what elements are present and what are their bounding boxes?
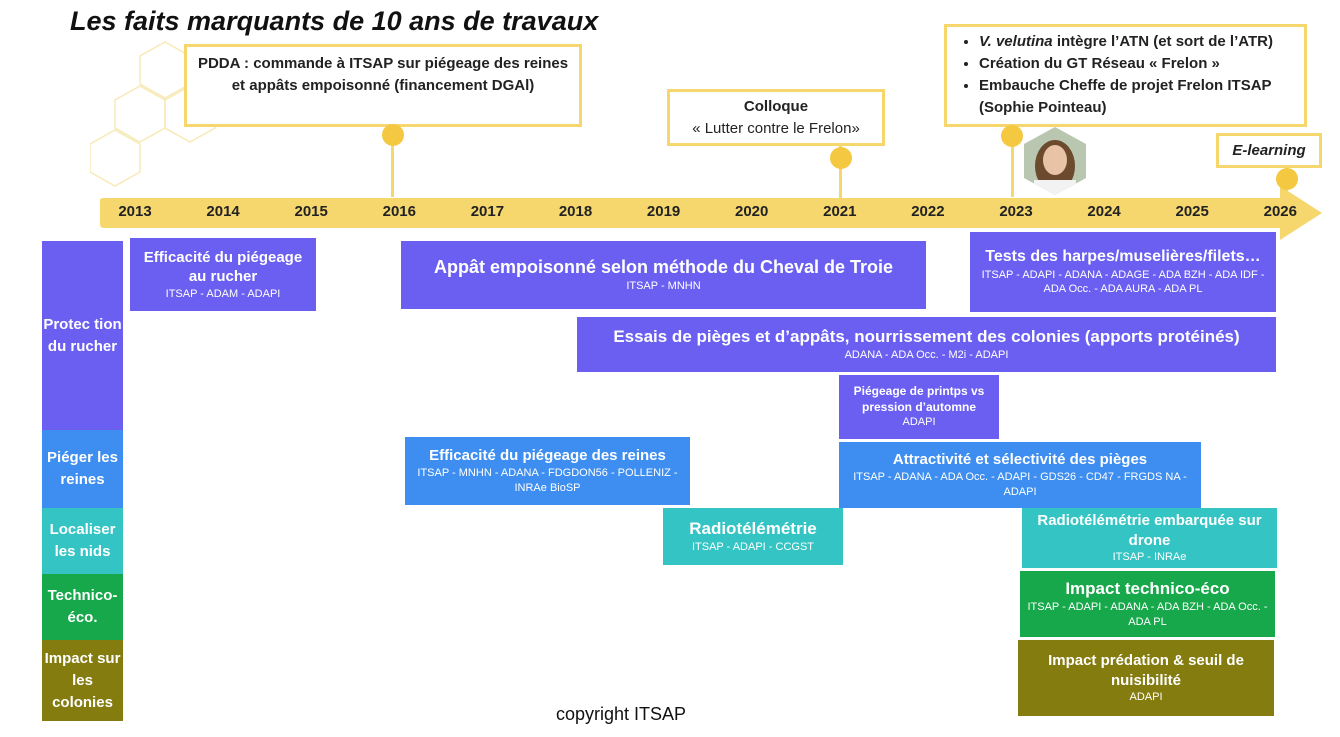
box-title: Impact prédation & seuil de nuisibilité: [1048, 652, 1244, 689]
elearning-label: E-learning: [1232, 142, 1306, 159]
year-label: 2020: [735, 203, 769, 220]
milestone-pdda-text: PDDA : commande à ITSAP sur piégeage des…: [197, 55, 569, 94]
year-label: 2017: [470, 203, 505, 220]
milestone-pdda: PDDA : commande à ITSAP sur piégeage des…: [184, 44, 582, 127]
box-essais-pieges: Essais de pièges et d’appâts, nourrissem…: [577, 317, 1276, 372]
category-technico: Technico-éco.: [42, 574, 123, 640]
box-tests-harpes: Tests des harpes/muselières/filets… ITSA…: [970, 232, 1276, 312]
box-title: Radiotélémétrie: [689, 519, 817, 539]
box-title: Attractivité et sélectivité des pièges: [892, 451, 1148, 469]
portrait-photo: [1024, 127, 1086, 195]
box-cheval-troie: Appât empoisonné selon méthode du Cheval…: [401, 241, 926, 309]
category-pieger: Piéger les reines: [42, 430, 123, 508]
milestone-dot-2021: [830, 147, 852, 169]
year-label: 2015: [294, 203, 328, 220]
category-impact-label: Impact sur les colonies: [44, 649, 121, 711]
box-piegeage-printemps: Piégeage de printps vs pression d’automn…: [839, 375, 999, 439]
milestone-dot-2026: [1276, 168, 1298, 190]
box-partners: ITSAP - ADAM - ADAPI: [165, 287, 281, 300]
box-radiotelemetrie: Radiotélémétrie ITSAP - ADAPI - CCGST: [663, 508, 843, 565]
box-title: Piégeage de printps vs pression d’automn…: [853, 383, 985, 414]
year-label: 2016: [382, 203, 416, 220]
colloque-title: Colloque: [743, 98, 809, 115]
milestone-elearning: E-learning: [1216, 133, 1322, 168]
box-title: Essais de pièges et d’appâts, nourrissem…: [613, 327, 1240, 347]
box-title: Appât empoisonné selon méthode du Cheval…: [433, 256, 894, 277]
milestone-colloque: Colloque « Lutter contre le Frelon»: [667, 89, 885, 146]
year-label: 2022: [911, 203, 945, 220]
box-impact-predation: Impact prédation & seuil de nuisibilité …: [1018, 640, 1274, 716]
atn-text: intègre l’ATN (et sort de l’ATR): [1052, 33, 1273, 50]
milestone-2023: V. velutina intègre l’ATN (et sort de l’…: [944, 24, 1307, 127]
connector-2016: [391, 127, 394, 197]
category-localiser-label: Localiser les nids: [49, 521, 116, 560]
milestone-gt: Création du GT Réseau « Frelon »: [979, 53, 1298, 75]
category-impact: Impact sur les colonies: [42, 640, 123, 721]
year-label: 2013: [118, 203, 152, 220]
year-label: 2018: [558, 203, 593, 220]
box-title: Impact technico-éco: [1065, 579, 1230, 599]
box-title: Radiotélémétrie embarquée sur drone: [1037, 512, 1262, 549]
year-label: 2026: [1263, 203, 1297, 220]
year-label: 2025: [1175, 203, 1209, 220]
milestone-embauche: Embauche Cheffe de projet Frelon ITSAP (…: [979, 75, 1298, 119]
box-partners: ITSAP - ADAPI - ADANA - ADA BZH - ADA Oc…: [1027, 601, 1268, 629]
milestone-atn: V. velutina intègre l’ATN (et sort de l’…: [979, 31, 1298, 53]
connector-2023: [1011, 127, 1014, 197]
year-label: 2014: [206, 203, 240, 220]
box-efficacite-reines: Efficacité du piégeage des reines ITSAP …: [405, 437, 690, 505]
category-technico-label: Technico-éco.: [47, 587, 118, 626]
connector-2021: [839, 146, 842, 198]
year-label: 2024: [1087, 203, 1121, 220]
year-label: 2019: [646, 203, 681, 220]
box-impact-technico: Impact technico-éco ITSAP - ADAPI - ADAN…: [1020, 571, 1275, 637]
category-protection-label: Protec tion du rucher: [43, 315, 122, 355]
milestone-dot-2016: [382, 124, 404, 146]
box-partners: ADAPI: [902, 416, 936, 429]
atn-species: V. velutina: [979, 33, 1053, 50]
box-title: Efficacité du piégeage au rucher: [143, 248, 303, 286]
box-partners: ITSAP - INRAe: [1112, 551, 1187, 564]
box-partners: ITSAP - MNHN - ADANA - FDGDON56 - POLLEN…: [417, 466, 678, 494]
year-label: 2021: [823, 203, 857, 220]
box-attractivite: Attractivité et sélectivité des pièges I…: [839, 442, 1201, 508]
box-partners: ITSAP - MNHN: [626, 280, 701, 293]
box-partners: ADAPI: [1129, 691, 1163, 704]
box-partners: ITSAP - ADAPI - ADANA - ADAGE - ADA BZH …: [981, 268, 1265, 296]
category-localiser: Localiser les nids: [42, 508, 123, 574]
milestone-dot-2023: [1001, 125, 1023, 147]
category-protection: Protec tion du rucher: [42, 241, 123, 430]
box-title: Efficacité du piégeage des reines: [429, 447, 666, 465]
colloque-subtitle: « Lutter contre le Frelon»: [692, 120, 860, 137]
timeline-arrow: [100, 186, 1322, 240]
box-radiotelemetrie-drone: Radiotélémétrie embarquée sur drone ITSA…: [1022, 508, 1277, 568]
box-partners: ADANA - ADA Occ. - M2i - ADAPI: [844, 349, 1009, 362]
page-title: Les faits marquants de 10 ans de travaux: [70, 6, 599, 36]
year-label: 2023: [999, 203, 1033, 220]
box-title: Tests des harpes/muselières/filets…: [985, 247, 1261, 265]
box-partners: ITSAP - ADANA - ADA Occ. - ADAPI - GDS26…: [853, 470, 1187, 498]
box-partners: ITSAP - ADAPI - CCGST: [691, 541, 815, 554]
copyright-note: copyright ITSAP: [556, 704, 687, 724]
box-efficacite-rucher: Efficacité du piégeage au rucher ITSAP -…: [130, 238, 316, 311]
category-pieger-label: Piéger les reines: [47, 449, 118, 488]
